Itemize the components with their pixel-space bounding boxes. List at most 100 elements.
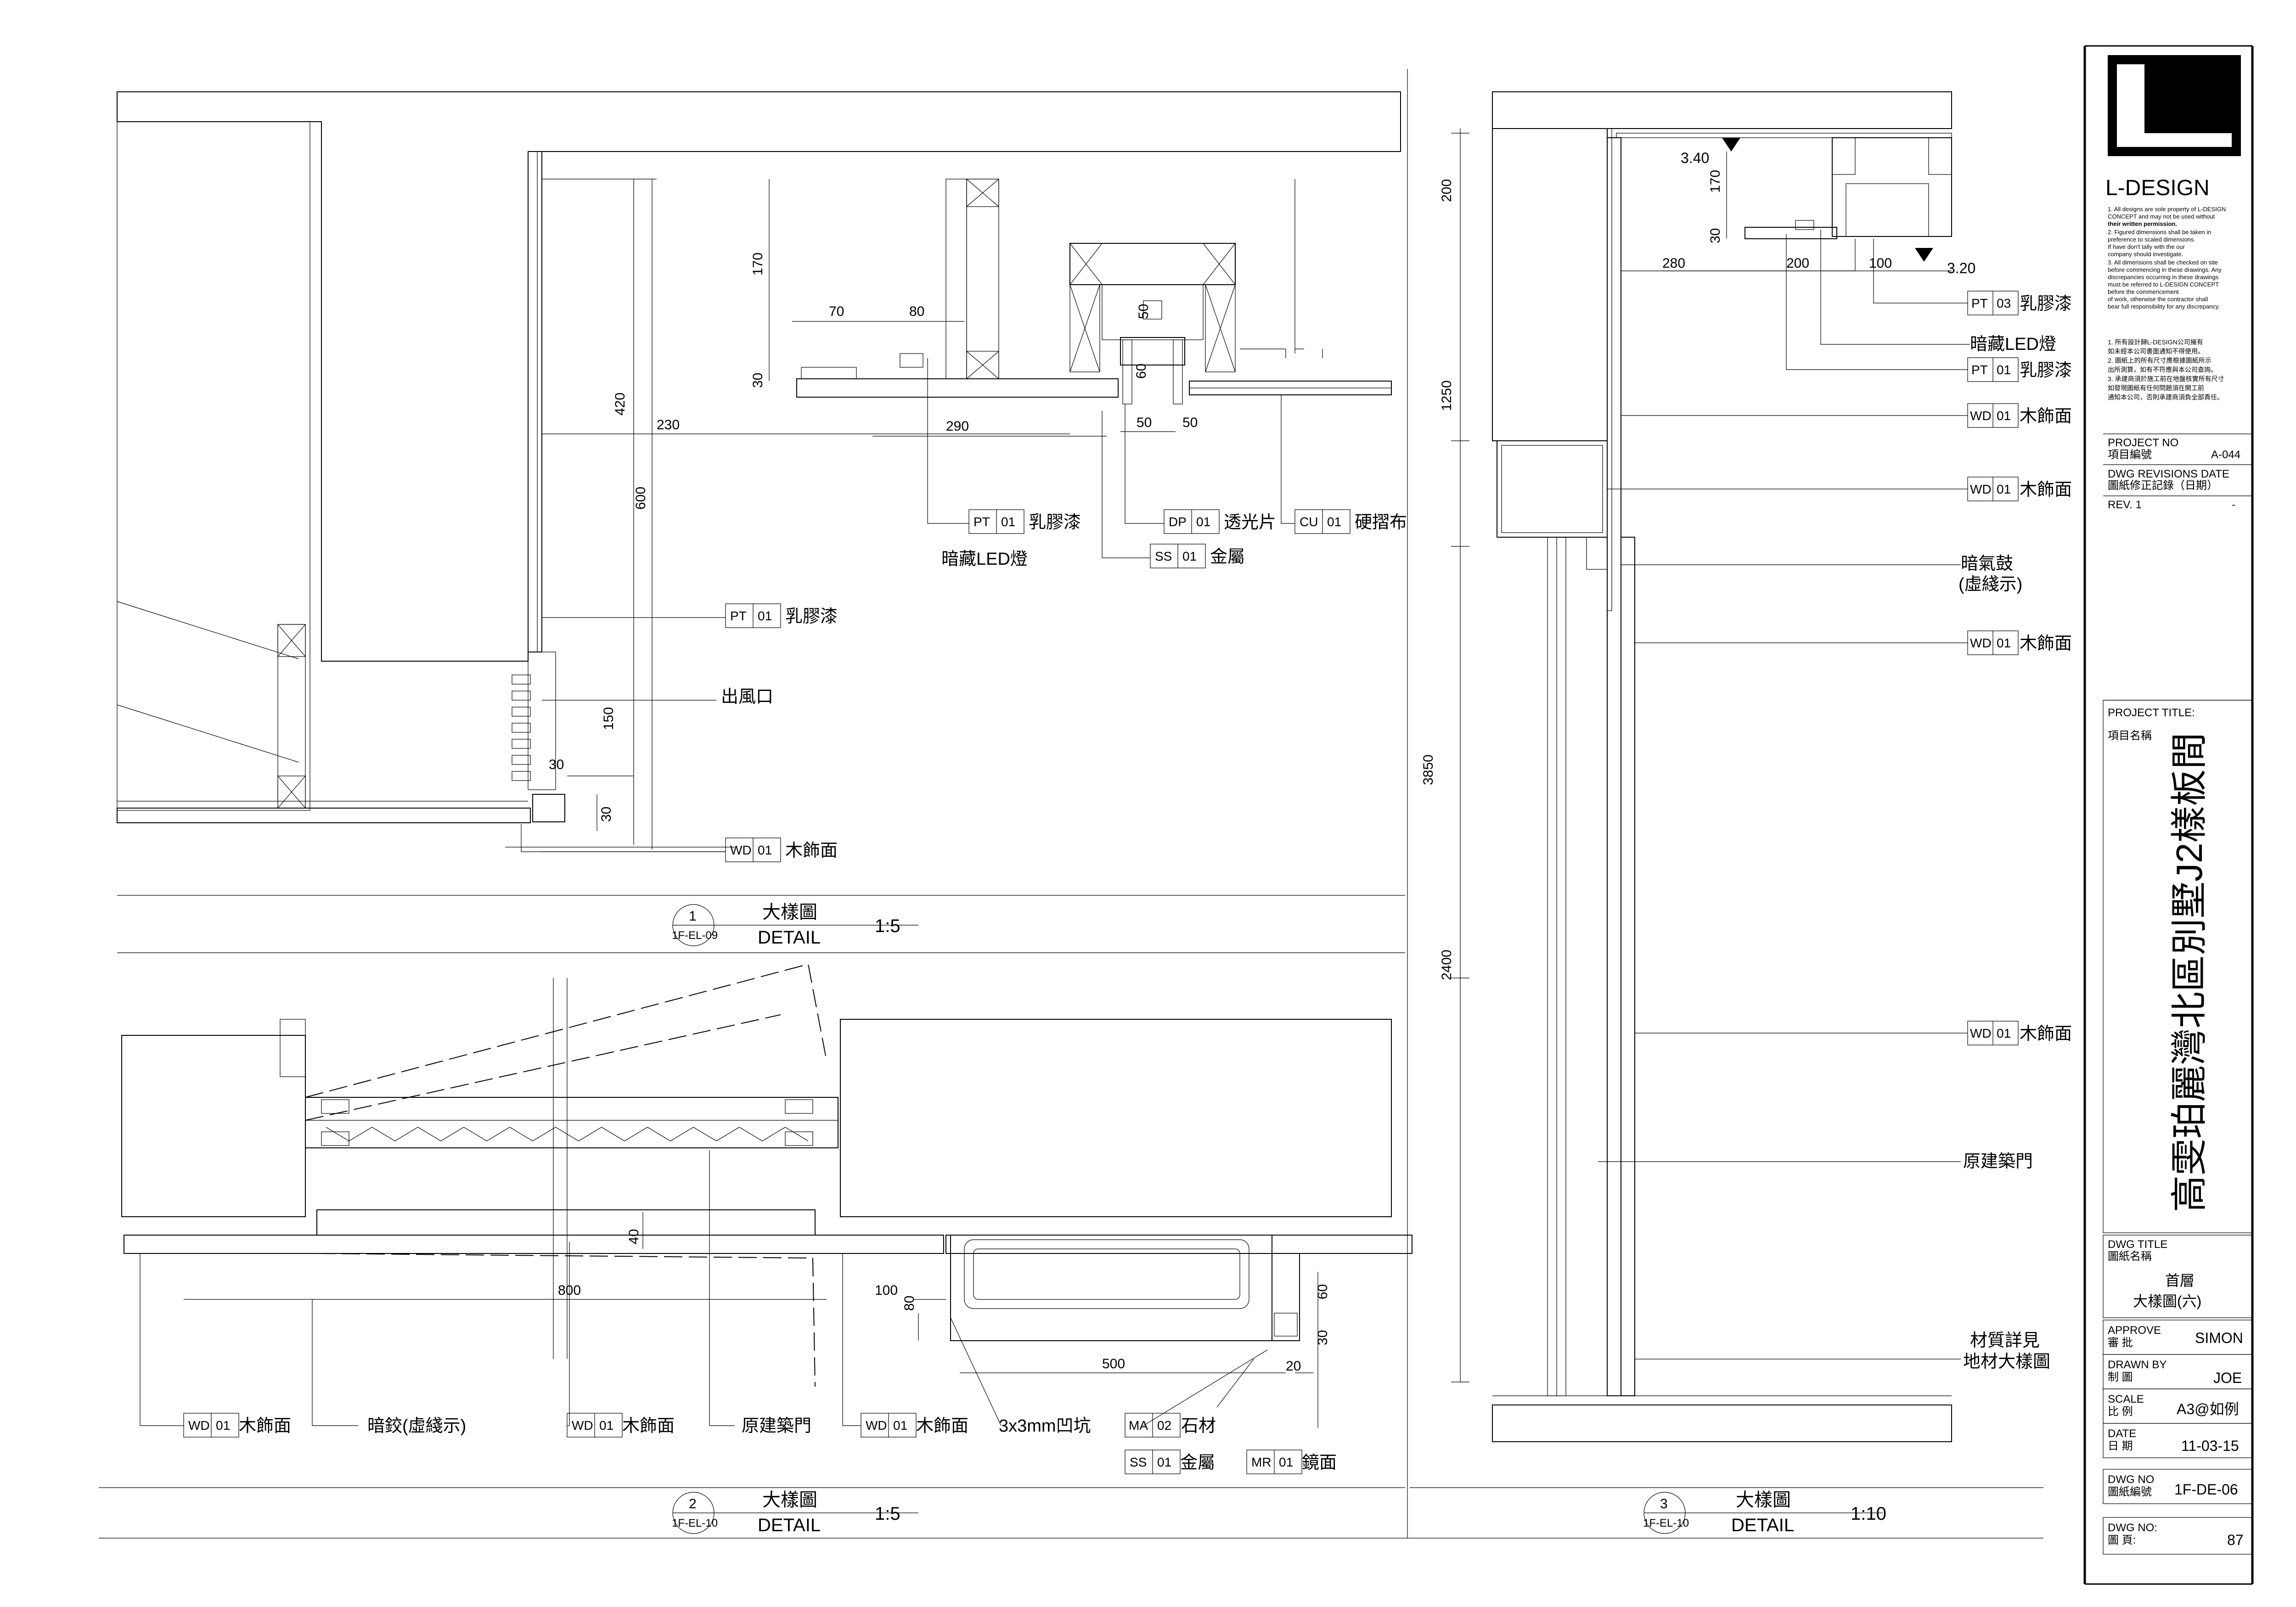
air-outlet-label: 出風口 (721, 687, 773, 707)
dim-text: 230 (657, 417, 680, 433)
dim-text: 100 (1869, 256, 1892, 271)
dim-text: 170 (1708, 170, 1723, 193)
dim-text: 60 (1134, 364, 1149, 379)
detail-ref: 1F-EL-10 (672, 1517, 718, 1529)
detail-1-callouts: PT 01 乳膠漆 暗藏LED燈 DP 01 透光片 CU 01 硬摺布 SS … (521, 358, 1407, 862)
date-field: DATE 日 期 11-03-15 (2103, 1423, 2253, 1458)
callout-code: WD (1970, 636, 1992, 650)
callout-text: 木飾面 (785, 841, 838, 860)
groove-label: 3x3mm凹坑 (999, 1416, 1091, 1436)
detail-number: 2 (689, 1496, 697, 1511)
callout-num: 03 (1997, 296, 2011, 310)
detail-1-drawing (117, 91, 1401, 849)
note-line: 1. 所有設計歸L-DESIGN公司擁有 (2108, 338, 2203, 346)
note-line: of work, otherwise the contractor shall (2108, 296, 2208, 303)
callout-text: 乳膠漆 (1029, 513, 1081, 532)
page-field: DWG NO: 圖 頁: 87 (2103, 1517, 2253, 1555)
air-vent-slots (512, 674, 531, 781)
field-label-zh: 審 批 (2108, 1337, 2133, 1349)
note-line: 如發現圖紙有任何問題須在開工前 (2108, 384, 2204, 392)
level-marker: 3.40 (1681, 150, 1709, 166)
dwg-title-line2: 大樣圖(六) (2133, 1293, 2201, 1309)
callout-code: PT (1971, 363, 1988, 377)
dwg-title-field: DWG TITLE 圖紙名稱 首層 大樣圖(六) (2103, 1235, 2253, 1318)
callout-text: 木飾面 (622, 1416, 675, 1436)
dwg-no-field: DWG NO 圖紙編號 1F-DE-06 (2103, 1469, 2253, 1504)
field-label-zh: 圖紙名稱 (2108, 1250, 2152, 1263)
callout-text: 乳膠漆 (785, 607, 838, 626)
detail-scale: 1:10 (1851, 1504, 1886, 1524)
dim-text: 80 (902, 1296, 917, 1311)
callout-code: PT (1971, 296, 1988, 310)
scale-value: A3@如例 (2177, 1401, 2239, 1417)
detail-title-zh: 大樣圖 (762, 1490, 817, 1510)
dim-text: 60 (1315, 1284, 1330, 1299)
dim-text: 30 (549, 757, 564, 772)
detail-number: 3 (1660, 1496, 1668, 1511)
field-label-zh: 制 圖 (2108, 1371, 2133, 1383)
callout-text: 乳膠漆 (2020, 294, 2072, 314)
project-title-field: PROJECT TITLE: 項目名稱 高雯珀麗灣北區別墅J2樣板間 (2103, 700, 2253, 1233)
callout-text: 透光片 (1224, 513, 1276, 532)
note-line: 3. All dimensions shall be checked on si… (2108, 259, 2218, 266)
callout-num: 01 (1997, 636, 2011, 650)
field-label-zh: 圖 頁: (2108, 1534, 2136, 1546)
detail-3-callouts: PT 03 乳膠漆 暗藏LED燈 PT 01 乳膠漆 WD 01 木飾面 WD … (1598, 230, 2072, 1396)
dim-text: 50 (1137, 415, 1152, 430)
note-line: bear full responsibility for any discrep… (2108, 303, 2220, 310)
note-line: company should investigate. (2108, 251, 2183, 258)
note-line: before commencing in these drawings. Any (2108, 266, 2222, 273)
note-line: 出所測算，如有不符應與本公司查詢。 (2108, 366, 2217, 373)
material-note-label: 地材大樣圖 (1963, 1352, 2050, 1371)
callout-tag: PT 03 乳膠漆 (1967, 291, 2072, 315)
callout-tag: MR 01 鏡面 (1246, 1450, 1337, 1474)
dim-text: 40 (626, 1229, 642, 1244)
detail-2-title: 2 1F-EL-10 大樣圖 DETAIL 1:5 (672, 1490, 918, 1535)
callout-code: WD (866, 1418, 887, 1433)
callout-code: WD (572, 1418, 593, 1433)
callout-text: 木飾面 (2020, 407, 2072, 426)
detail-3-dimensions: 200 1250 3850 2400 170 30 280 200 100 3.… (1421, 150, 1975, 980)
callout-text: 木飾面 (2020, 634, 2072, 653)
dim-text: 30 (599, 807, 614, 822)
dashed-note-label: (虛綫示) (1958, 575, 2022, 594)
callout-text: 金屬 (1180, 1453, 1215, 1472)
callout-text: 木飾面 (2020, 480, 2072, 500)
field-label: APPROVE (2108, 1324, 2161, 1337)
callout-code: WD (1970, 409, 1992, 423)
field-label-zh: 項目編號 (2108, 449, 2152, 461)
detail-title-zh: 大樣圖 (1736, 1490, 1791, 1510)
callout-num: 01 (1001, 515, 1015, 529)
callout-tag: WD 01 木飾面 (1967, 403, 2072, 428)
detail-ref: 1F-EL-10 (1643, 1517, 1689, 1529)
callout-num: 01 (599, 1418, 613, 1433)
callout-tag: SS 01 金屬 (1125, 1450, 1215, 1474)
note-line: preference to scaled dimensions. (2108, 236, 2195, 243)
detail-3-title: 3 1F-EL-10 大樣圖 DETAIL 1:10 (1643, 1490, 1886, 1535)
callout-tag: WD 01 木飾面 (567, 1413, 675, 1438)
callout-tag: SS 01 金屬 (1150, 544, 1245, 568)
sheet-frame-lines (99, 69, 2043, 1539)
callout-code: MA (1129, 1418, 1148, 1433)
detail-1-title: 1 1F-EL-09 大樣圖 DETAIL 1:5 (672, 902, 918, 948)
page-value: 87 (2227, 1532, 2244, 1548)
callout-code: WD (1970, 482, 1992, 496)
note-line: 通知本公司，否則承建商須負全部責任。 (2108, 393, 2223, 401)
detail-ref: 1F-EL-09 (672, 929, 718, 942)
detail-2-callouts: WD 01 木飾面 暗鉸(虛綫示) WD 01 木飾面 原建築門 WD 01 木… (140, 1150, 1337, 1474)
callout-code: DP (1169, 515, 1187, 529)
callout-tag: CU 01 硬摺布 (1294, 509, 1407, 534)
callout-tag: DP 01 透光片 (1164, 509, 1276, 534)
drawn-by-value: JOE (2213, 1370, 2242, 1386)
detail-2-dimensions: 40 800 100 80 500 60 30 20 (558, 1229, 1330, 1374)
dim-text: 290 (946, 419, 969, 434)
callout-tag: WD 01 木飾面 (1967, 1021, 2072, 1045)
callout-num: 01 (1997, 1026, 2011, 1040)
dim-text: 100 (875, 1283, 898, 1298)
dim-text: 3850 (1421, 754, 1436, 785)
callout-code: WD (730, 843, 752, 857)
detail-2-drawing (121, 963, 1412, 1387)
field-label: DWG NO: (2108, 1522, 2157, 1534)
callout-tag: WD 01 木飾面 (861, 1413, 968, 1438)
